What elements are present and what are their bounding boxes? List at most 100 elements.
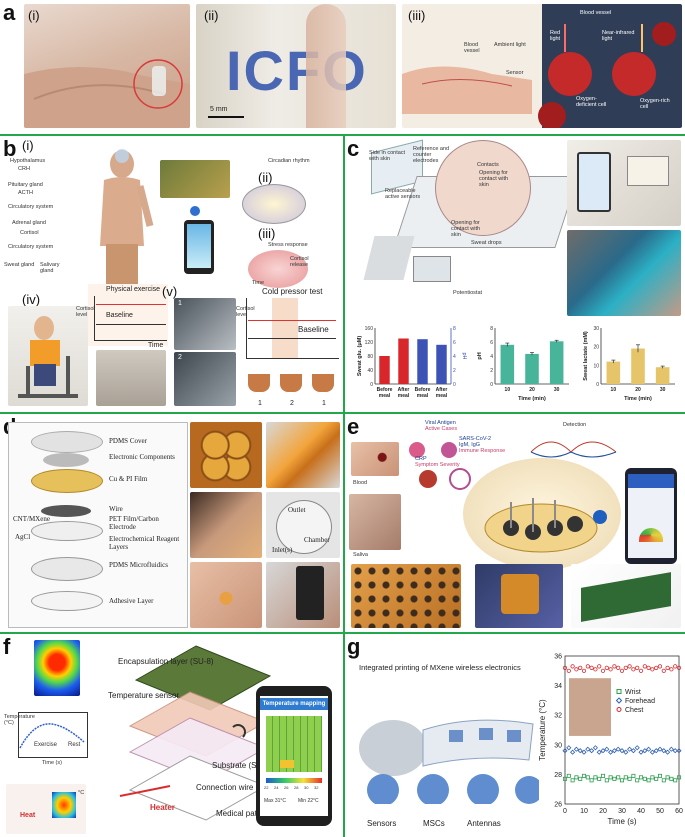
data-point-forehead [672, 748, 678, 754]
phone-arm-screen [296, 566, 324, 620]
x-tick-label: meal [379, 393, 391, 399]
data-point-wrist [582, 773, 587, 778]
data-point-forehead [604, 746, 610, 752]
data-point-wrist [574, 775, 579, 780]
label-agcl: AgCl [15, 533, 31, 541]
hpa-circulatory-2: Circulatory system [8, 244, 54, 250]
layer-label-electronic: Electronic Components [109, 453, 175, 461]
x-tick-label: 30 [618, 808, 626, 815]
data-point-wrist [562, 776, 567, 781]
cup-label-3: 1 [322, 400, 326, 407]
inset-photo [569, 678, 611, 736]
sensor-patch-photo-forehead [190, 492, 262, 558]
layer-label-wire: Wire [109, 505, 123, 513]
plot-frame [564, 655, 680, 805]
data-point-forehead [665, 749, 671, 755]
cold-pressor-photo-2 [174, 352, 236, 406]
icfo-flexible-film-photo: ICFO 5 mm [196, 4, 396, 128]
cold-cups [244, 370, 340, 396]
label-blood-vessel: Blood vessel [464, 42, 480, 54]
cold-curve [248, 320, 336, 321]
label-sensor: Sensor [506, 70, 524, 76]
data-point-wrist [620, 778, 625, 783]
x-tick-label: 10 [611, 387, 617, 393]
single-sensor-photo [475, 564, 563, 628]
x-tick-label: meal [398, 393, 410, 399]
exercise-time: Time [148, 342, 164, 349]
data-point-wrist [676, 775, 681, 780]
label-crp: CRP [415, 456, 427, 462]
heat-map-square [52, 792, 76, 818]
data-point-wrist [566, 773, 571, 778]
temp-plot-axis [18, 712, 88, 758]
separator-d-e [343, 414, 345, 632]
layer-label-pet: PET Film/Carbon Electrode [109, 515, 159, 531]
hpa-cortisol: Cortisol [20, 230, 39, 236]
oximetry-illustration [402, 4, 682, 128]
data-point-chest [631, 667, 636, 672]
y-tick-label: 4 [490, 354, 493, 360]
x-tick-label: After [436, 387, 448, 393]
phone-app-gauge [639, 528, 663, 542]
data-point-wrist [639, 775, 644, 780]
data-point-wrist [665, 775, 670, 780]
data-point-wrist [631, 773, 636, 778]
pcb-board [581, 572, 671, 622]
y2-tick-label: 6 [453, 340, 456, 346]
x-tick-label: 20 [635, 387, 641, 393]
x-tick-label: Before [415, 387, 431, 393]
viral-antigen-icon [409, 442, 425, 458]
y-tick-label: 120 [365, 340, 374, 346]
heat-label: Heat [20, 812, 36, 819]
bar [631, 348, 645, 384]
label-potentiostat: Potentiostat [453, 290, 483, 296]
temp-scale-4: 30 [304, 785, 309, 790]
panel-g-label: g [347, 634, 361, 659]
data-point-forehead [638, 749, 644, 755]
layer-label-cu-pi: Cu & PI Film [109, 475, 148, 483]
data-point-wrist [589, 778, 594, 783]
label-rest: Rest [68, 742, 81, 748]
label-outlet: Outlet [288, 506, 306, 514]
layer-substrate: Substrate (SU-8) [212, 761, 273, 770]
panel-g: g Integrated printing of MXene wireless … [345, 634, 685, 837]
arm-sensor-photo [567, 230, 681, 316]
data-point-wrist [608, 775, 613, 780]
temp-plot-curve [19, 723, 85, 749]
data-point-wrist [601, 773, 606, 778]
label-cnt-mxene: CNT/MXene [13, 515, 50, 523]
panel-a-sub-iii: (iii) [408, 8, 426, 23]
data-point-wrist [669, 776, 674, 781]
data-point-wrist [627, 776, 632, 781]
data-point-wrist [661, 778, 666, 783]
data-point-wrist [570, 778, 575, 783]
data-point-chest [661, 668, 666, 673]
stress-time-label: Time [252, 280, 265, 286]
label-mscs: MSCs [423, 819, 445, 828]
y-axis-label: Temperature (°C) [538, 699, 547, 761]
circadian-clock [242, 184, 306, 224]
data-point-chest [616, 665, 621, 670]
legend-marker [616, 707, 622, 713]
y2-axis-label: pH [461, 352, 467, 359]
y2-tick-label: 8 [453, 326, 456, 332]
data-point-wrist [585, 775, 590, 780]
data-point-wrist [623, 775, 628, 780]
hpa-hypothalamus: Hypothalamus [10, 158, 46, 164]
data-point-wrist [635, 778, 640, 783]
igm-igg-icon [441, 442, 457, 458]
y-tick-label: 0 [490, 382, 493, 388]
wrist-sensor-illustration [24, 59, 190, 128]
pcb-photo [571, 564, 681, 628]
label-viral-antigen: Viral Antigen [425, 420, 456, 426]
layer-encapsulation: Encapsulation layer (SU-8) [118, 657, 214, 666]
temperature-mapping-phone: Temperature mapping 22 24 26 28 30 32 Ma… [256, 686, 332, 826]
data-point-forehead [630, 748, 636, 754]
data-point-forehead [623, 749, 629, 755]
panel-f: f Exercise Rest Time (s) Temperature (°C… [0, 634, 343, 837]
layer-adhesive [31, 591, 103, 611]
exercise-bike-illustration [18, 316, 78, 398]
data-point-wrist [654, 776, 659, 781]
y-tick-label: 34 [554, 683, 562, 690]
